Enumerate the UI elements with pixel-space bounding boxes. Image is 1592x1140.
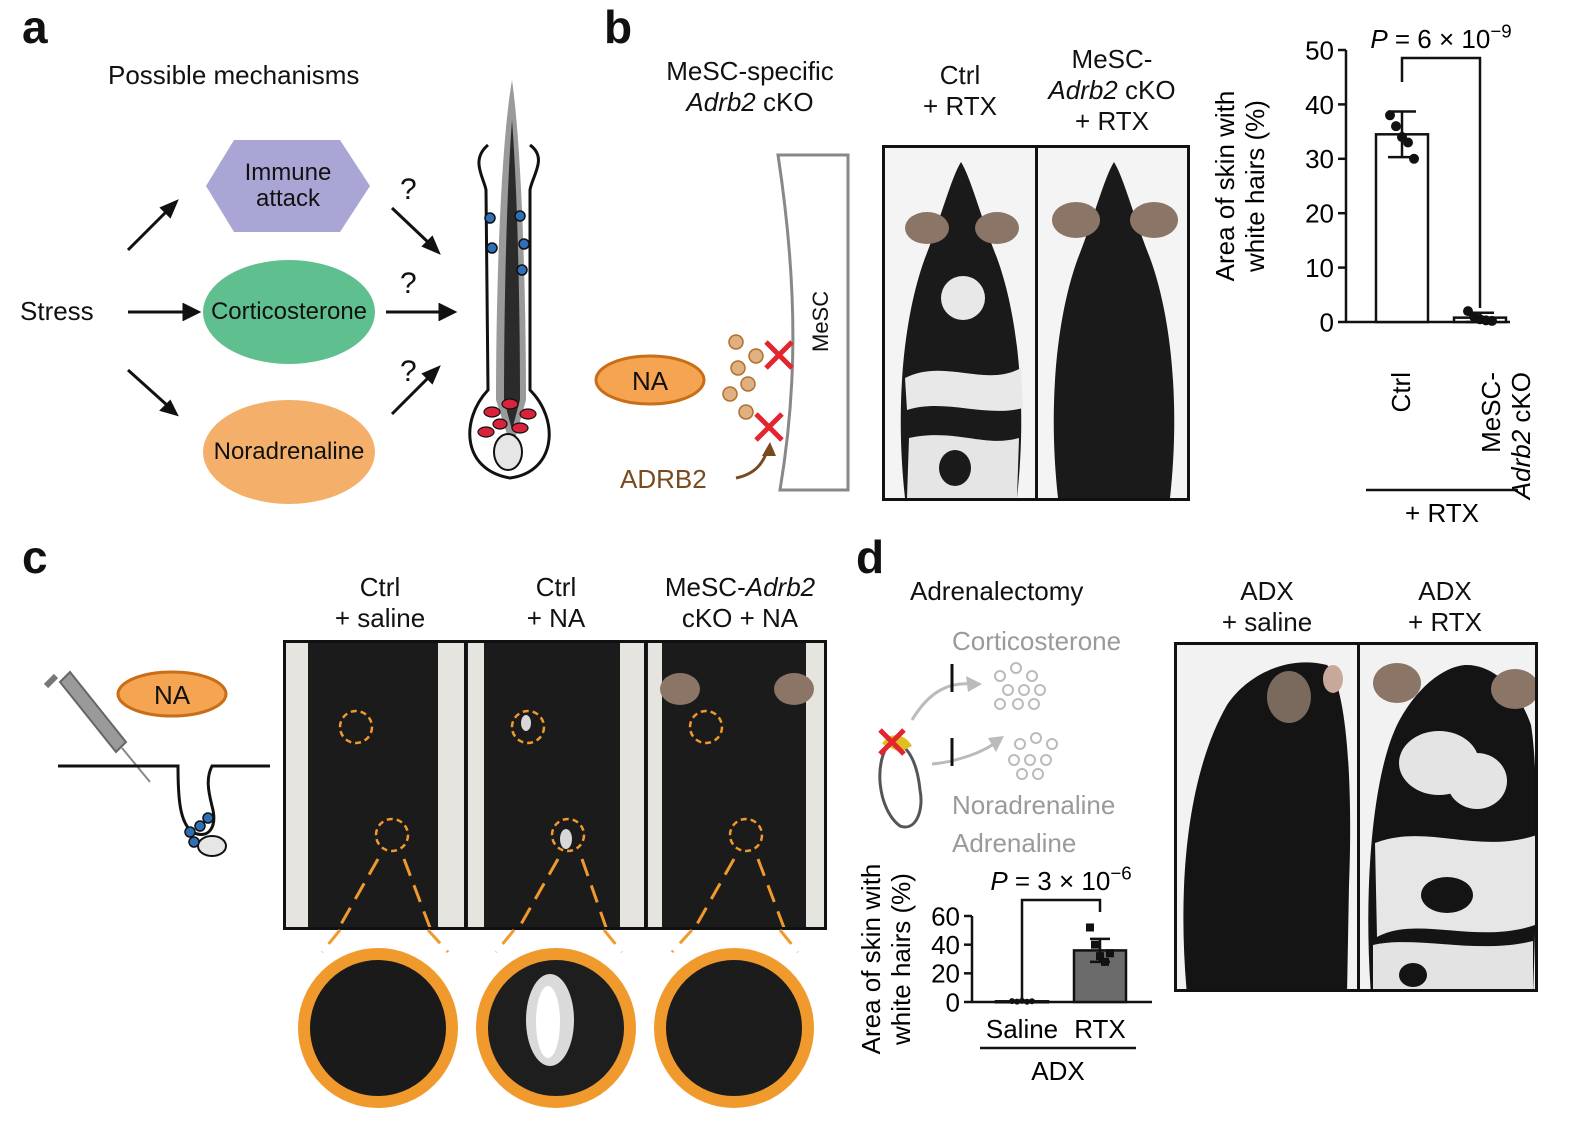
question-mark-2: ? bbox=[400, 267, 417, 300]
y-tick-label: 30 bbox=[1305, 144, 1334, 174]
corticosterone-grey: Corticosterone bbox=[952, 626, 1122, 656]
red-x-b bbox=[754, 340, 794, 442]
photo-b-left-label: Ctrl+ RTX bbox=[923, 60, 997, 122]
photo-d bbox=[1174, 642, 1538, 992]
p-value: P = 6 × 10−9 bbox=[1370, 21, 1511, 54]
group-label: + RTX bbox=[1405, 498, 1479, 528]
data-point bbox=[1009, 998, 1015, 1005]
y-tick-label: 40 bbox=[931, 930, 960, 960]
x-category-label: Saline bbox=[986, 1014, 1058, 1044]
data-point bbox=[1029, 998, 1035, 1005]
data-point bbox=[1391, 121, 1401, 132]
red-x-d bbox=[878, 728, 906, 756]
na-oval-c bbox=[116, 670, 228, 718]
data-point bbox=[1014, 998, 1020, 1005]
mouse-adx-rtx bbox=[1368, 663, 1535, 989]
na-molecules bbox=[722, 334, 764, 420]
y-tick-label: 20 bbox=[931, 959, 960, 989]
mesc-dots-a bbox=[484, 210, 530, 276]
photo-c-col1-label: Ctrl+ saline bbox=[334, 572, 426, 634]
panel-letter-b: b bbox=[604, 1, 633, 53]
data-point bbox=[1096, 952, 1104, 961]
data-point bbox=[1403, 137, 1413, 148]
photo-c bbox=[283, 640, 827, 930]
y-axis-label: Area of skin withwhite hairs (%) bbox=[1210, 91, 1270, 282]
panel-letter-a: a bbox=[22, 1, 48, 53]
adrenal-gland bbox=[878, 738, 923, 829]
na-label-b: NA bbox=[631, 366, 669, 396]
photo-d-right-label: ADX+ RTX bbox=[1408, 576, 1482, 638]
skin-line bbox=[58, 764, 270, 836]
data-point bbox=[1091, 940, 1099, 949]
photo-b bbox=[882, 145, 1190, 501]
data-point bbox=[1024, 998, 1030, 1005]
photo-d-left-label: ADX+ saline bbox=[1221, 576, 1313, 638]
data-point bbox=[1385, 110, 1395, 121]
mouse-adx-saline bbox=[1183, 662, 1351, 989]
mesc-cell-outline bbox=[776, 153, 850, 492]
data-point bbox=[1106, 949, 1114, 958]
data-point bbox=[1019, 997, 1025, 1004]
question-mark-3: ? bbox=[400, 355, 417, 388]
y-tick-label: 20 bbox=[1305, 199, 1334, 229]
data-point bbox=[1101, 957, 1109, 966]
photo-c-col3-label: MeSC-Adrb2 cKO + NA bbox=[664, 572, 816, 634]
hormone-molecules bbox=[994, 662, 1058, 780]
y-tick-label: 50 bbox=[1305, 35, 1334, 65]
photo-b-right-label: MeSC- Adrb2 cKO + RTX bbox=[1048, 44, 1176, 137]
y-tick-label: 10 bbox=[1305, 253, 1334, 283]
na-label-c: NA bbox=[153, 680, 191, 710]
corticosterone-label: Corticosterone bbox=[210, 298, 368, 325]
y-tick-label: 40 bbox=[1305, 90, 1334, 120]
y-tick-label: 0 bbox=[1320, 307, 1334, 337]
melanocyte-dots-a bbox=[477, 398, 537, 438]
x-category-label: Ctrl bbox=[1386, 372, 1416, 412]
corticosterone-oval bbox=[203, 260, 375, 364]
noradrenaline-oval bbox=[203, 400, 375, 504]
x-category-label: MeSC-Adrb2 cKO bbox=[1476, 372, 1536, 501]
p-value: P = 3 × 10−6 bbox=[990, 863, 1131, 896]
panel-letter-d: d bbox=[856, 531, 885, 583]
bar bbox=[1374, 133, 1430, 324]
panel-letter-c: c bbox=[22, 531, 48, 583]
hair-follicle bbox=[468, 80, 551, 480]
question-mark-1: ? bbox=[400, 173, 417, 206]
significance-bracket bbox=[1400, 56, 1482, 308]
photo-c-col2-label: Ctrl+ NA bbox=[526, 572, 586, 634]
na-oval-b bbox=[594, 354, 706, 406]
panel-d-title: Adrenalectomy bbox=[910, 576, 1084, 606]
noradrenaline-grey: Noradrenaline bbox=[952, 790, 1116, 820]
group-label: ADX bbox=[1031, 1056, 1084, 1086]
y-tick-label: 60 bbox=[931, 901, 960, 931]
inset-cko-na bbox=[654, 948, 814, 1108]
mouse-cko-rtx bbox=[1038, 148, 1187, 498]
data-point bbox=[1487, 315, 1497, 326]
data-point bbox=[1086, 923, 1094, 932]
y-axis-label: Area of skin withwhite hairs (%) bbox=[856, 864, 916, 1055]
noradrenaline-label: Noradrenaline bbox=[213, 438, 365, 465]
significance-bracket bbox=[1020, 898, 1102, 1000]
adrb2-label: ADRB2 bbox=[620, 464, 707, 494]
mouse-ctrl-rtx bbox=[885, 148, 1035, 498]
stress-label: Stress bbox=[20, 296, 94, 326]
immune-hexagon bbox=[206, 140, 370, 232]
panel-a-title: Possible mechanisms bbox=[108, 60, 360, 90]
panel-b-model-title: MeSC-specific Adrb2 cKO bbox=[666, 56, 834, 118]
inset-saline bbox=[298, 948, 458, 1108]
x-category-label: RTX bbox=[1074, 1014, 1126, 1044]
adrenaline-grey: Adrenaline bbox=[952, 828, 1077, 858]
y-tick-label: 0 bbox=[946, 987, 960, 1017]
data-point bbox=[1409, 153, 1419, 164]
